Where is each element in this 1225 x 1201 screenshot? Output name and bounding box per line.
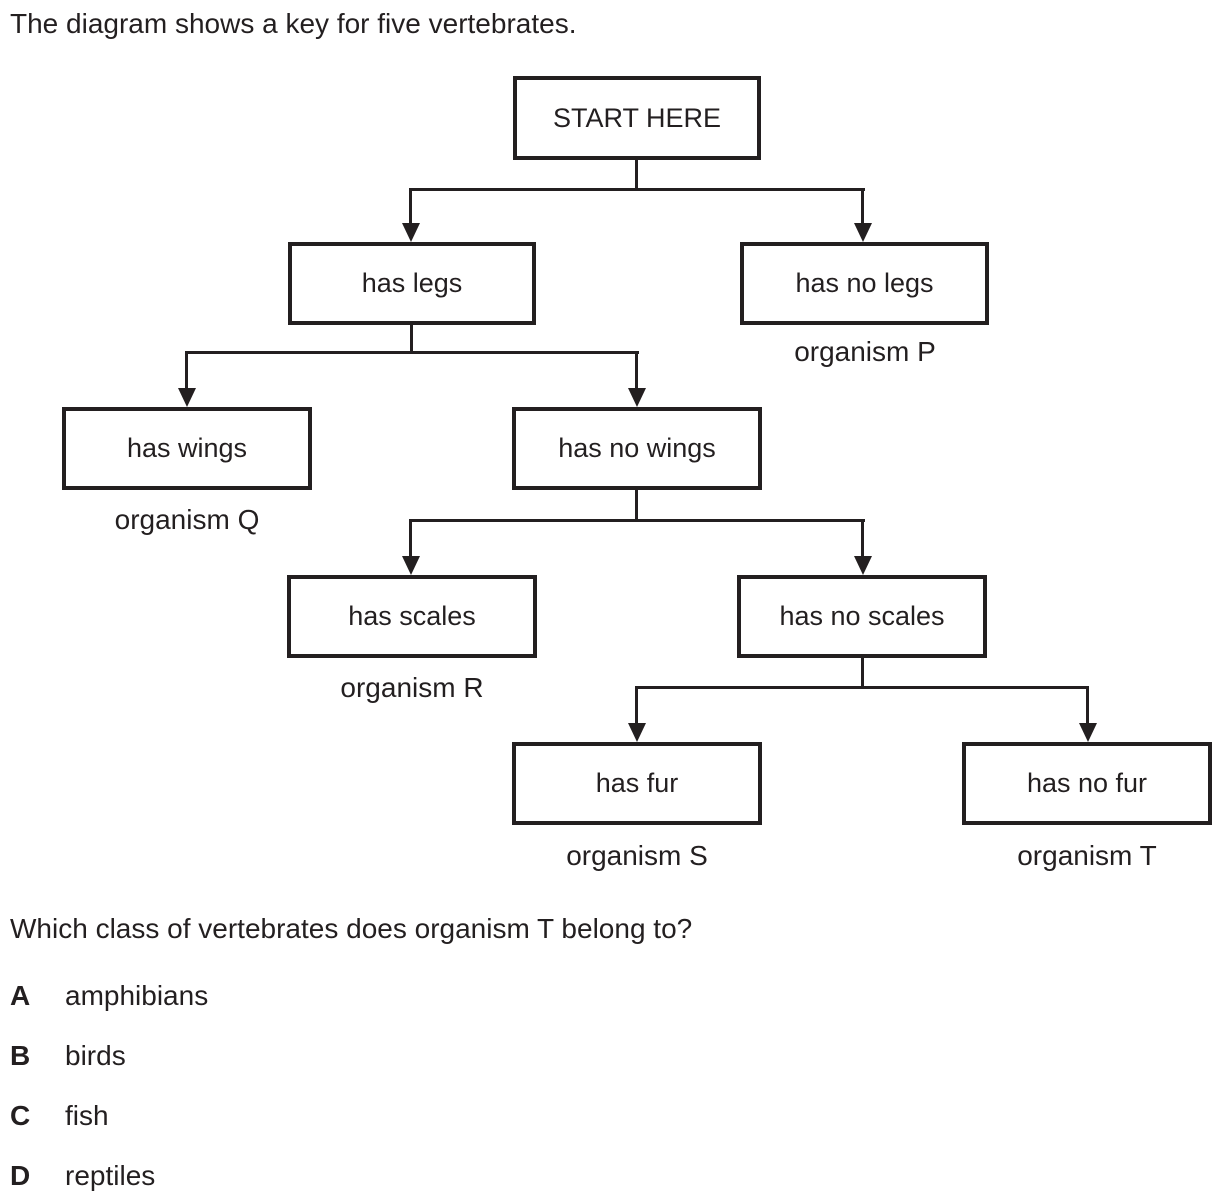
node-start-here: START HERE <box>513 76 761 160</box>
node-has-fur: has fur <box>512 742 762 825</box>
connector-line <box>861 657 864 688</box>
connector-line <box>409 519 412 557</box>
option-a-letter: A <box>10 980 31 1011</box>
arrow-down-icon <box>178 388 196 407</box>
node-has-wings: has wings <box>62 407 312 490</box>
intro-text: The diagram shows a key for five vertebr… <box>10 8 577 39</box>
connector-line <box>861 188 864 226</box>
node-has-fur-label: has fur <box>595 768 679 798</box>
connector-line <box>409 188 865 191</box>
connector-line <box>635 686 638 724</box>
connector-line <box>861 519 864 557</box>
organism-s-label: organism S <box>566 840 708 871</box>
node-has-no-fur-label: has no fur <box>1026 768 1148 798</box>
organism-q-label: organism Q <box>114 504 260 535</box>
node-has-no-scales: has no scales <box>737 575 987 658</box>
node-has-no-wings: has no wings <box>512 407 762 490</box>
organism-p-label: organism P <box>794 336 936 367</box>
option-a-text: amphibians <box>65 980 209 1011</box>
node-start-here-label: START HERE <box>552 102 722 133</box>
arrow-down-icon <box>402 556 420 575</box>
node-has-wings-label: has wings <box>126 433 248 463</box>
node-has-scales-label: has scales <box>348 601 476 631</box>
option-c-text: fish <box>65 1100 109 1131</box>
connector-line <box>410 324 413 354</box>
node-has-no-wings-label: has no wings <box>558 433 716 463</box>
option-c-letter: C <box>10 1100 31 1131</box>
node-has-no-fur: has no fur <box>962 742 1212 825</box>
connector-line <box>409 519 865 522</box>
node-has-legs-label: has legs <box>361 268 463 298</box>
connector-line <box>635 160 638 190</box>
arrow-down-icon <box>854 223 872 242</box>
node-has-legs: has legs <box>288 242 536 325</box>
connector-line <box>185 351 188 390</box>
connector-line <box>1086 686 1089 724</box>
connector-line <box>185 351 639 354</box>
node-has-no-legs-label: has no legs <box>795 268 934 298</box>
organism-r-label: organism R <box>340 672 484 703</box>
node-has-no-legs: has no legs <box>740 242 989 325</box>
arrow-down-icon <box>628 723 646 742</box>
option-d-text: reptiles <box>65 1160 156 1191</box>
option-d-letter: D <box>10 1160 31 1191</box>
arrow-down-icon <box>402 223 420 242</box>
question-text: Which class of vertebrates does organism… <box>10 913 693 944</box>
option-b-letter: B <box>10 1040 31 1071</box>
arrow-down-icon <box>1079 723 1097 742</box>
organism-t-label: organism T <box>1017 840 1157 871</box>
connector-line <box>635 489 638 521</box>
node-has-no-scales-label: has no scales <box>779 601 945 631</box>
option-b-text: birds <box>65 1040 126 1071</box>
connector-line <box>635 351 638 390</box>
arrow-down-icon <box>628 388 646 407</box>
arrow-down-icon <box>854 556 872 575</box>
connector-line <box>635 686 1089 689</box>
connector-line <box>409 188 412 226</box>
node-has-scales: has scales <box>287 575 537 658</box>
